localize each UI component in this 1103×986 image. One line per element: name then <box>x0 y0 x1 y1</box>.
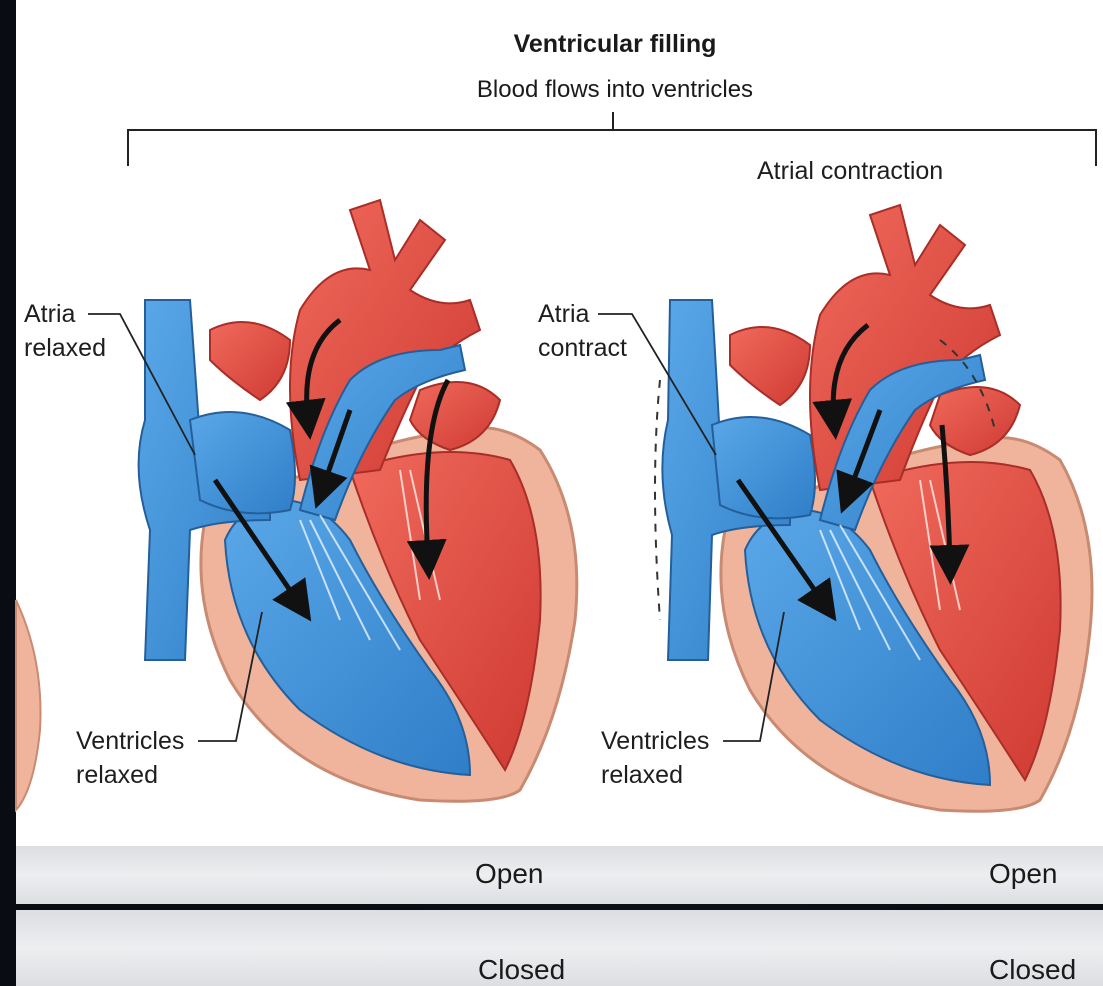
heart-right-contraction-outline <box>655 380 660 620</box>
heart-right-illustration <box>655 205 1092 811</box>
right-atria-label-line1: Atria <box>538 297 627 331</box>
valve-row-closed: Closed Closed <box>16 910 1103 986</box>
valve-row-open-left: Open <box>475 858 544 890</box>
partial-heart-left-edge <box>16 600 41 810</box>
left-ventricles-label-line1: Ventricles <box>76 724 184 758</box>
left-atria-label-line1: Atria <box>24 297 106 331</box>
heart-left-illustration <box>139 200 577 801</box>
right-atria-label-line2: contract <box>538 331 627 365</box>
atrial-contraction-caption: Atrial contraction <box>757 154 943 188</box>
right-ventricles-label-line1: Ventricles <box>601 724 709 758</box>
diagram-title: Ventricular filling <box>0 30 1103 59</box>
left-ventricles-label: Ventricles relaxed <box>76 724 184 792</box>
filling-bracket <box>128 112 1096 166</box>
valve-row-closed-left: Closed <box>478 954 565 986</box>
valve-row-open-right: Open <box>989 858 1058 890</box>
heart-left-right-atrium <box>190 412 295 513</box>
diagram-subtitle: Blood flows into ventricles <box>0 76 1103 104</box>
right-atria-label: Atria contract <box>538 297 627 365</box>
valve-row-open: Open Open <box>16 846 1103 904</box>
right-ventricles-label-line2: relaxed <box>601 758 709 792</box>
right-ventricles-label: Ventricles relaxed <box>601 724 709 792</box>
left-atria-label: Atria relaxed <box>24 297 106 365</box>
heart-left-pulmonary-veins <box>210 322 290 400</box>
left-atria-label-line2: relaxed <box>24 331 106 365</box>
heart-right-pulmonary-veins <box>730 327 810 405</box>
heart-right-right-atrium <box>712 417 815 518</box>
valve-row-closed-right: Closed <box>989 954 1076 986</box>
left-ventricles-label-line2: relaxed <box>76 758 184 792</box>
